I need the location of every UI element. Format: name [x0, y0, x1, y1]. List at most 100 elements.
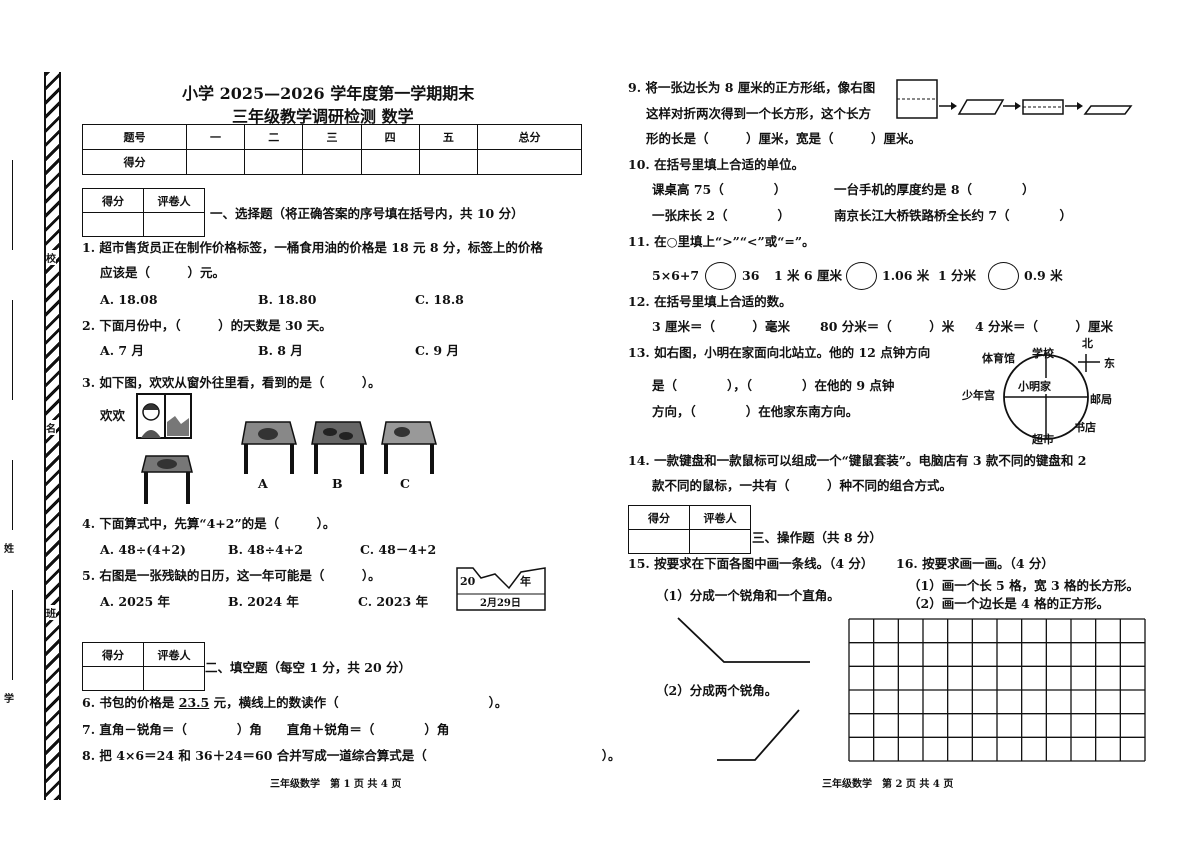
q11-a2: 36 [742, 268, 760, 283]
grader-score-label: 得分 [82, 188, 144, 213]
grader-name-cell[interactable] [143, 666, 205, 691]
q6-line: 6. 书包的价格是 23.5 元，横线上的数读作（ ）。 [82, 695, 507, 711]
score-header: 二 [244, 124, 304, 150]
q9-line2: 这样对折两次得到一个长方形，这个长方 [646, 106, 872, 121]
q15-part2: （2）分成两个锐角。 [656, 683, 778, 698]
score-cell[interactable] [418, 149, 478, 175]
score-header: 三 [302, 124, 362, 150]
score-cell[interactable] [360, 149, 420, 175]
folding-figure [896, 79, 1133, 119]
side-line-2 [12, 300, 13, 400]
q13-line1: 13. 如右图，小明在家面向北站立。他的 12 点钟方向 [628, 345, 931, 360]
map-gym: 体育馆 [982, 352, 1015, 365]
footer-right: 三年级数学 第 2 页 共 4 页 [822, 779, 954, 790]
score-cell[interactable] [185, 149, 246, 175]
q2-option-a: A. 7 月 [100, 343, 144, 358]
grader-score-label: 得分 [82, 642, 144, 667]
grader-box-2: 得分评卷人 [82, 642, 205, 691]
q16-line: 16. 按要求画一画。（4 分） [896, 556, 1054, 571]
grader-score-label: 得分 [628, 505, 690, 530]
side-label-2: 姓 [4, 544, 14, 555]
score-cell[interactable] [476, 149, 583, 175]
q4-option-a: A. 48÷(4+2) [100, 542, 186, 557]
map-north: 北 [1082, 337, 1093, 350]
grader-score-cell[interactable] [628, 529, 690, 554]
q13-line2: 是（ ），（ ）在他的 9 点钟 [652, 378, 895, 393]
score-cell[interactable] [244, 149, 304, 175]
map-post: 邮局 [1090, 393, 1112, 406]
q10-d: 南京长江大桥铁路桥全长约 7（ ） [834, 208, 1073, 223]
q7-line: 7. 直角－锐角＝（ ）角 直角＋锐角＝（ ）角 [82, 722, 450, 737]
q11-a1: 5×6+7 [652, 268, 700, 283]
table-option-c [381, 421, 437, 474]
compare-circle[interactable] [705, 262, 736, 290]
grader-name-cell[interactable] [143, 212, 205, 237]
q16-part2: （2）画一个边长是 4 格的正方形。 [908, 596, 1110, 611]
score-table: 题号 一 二 三 四 五 总分 得分 [82, 124, 583, 175]
angle-figure-1 [677, 617, 810, 663]
side-label-1: 学 [4, 694, 14, 705]
map-east: 东 [1104, 357, 1115, 370]
q3-label-a: A [258, 476, 268, 491]
binding-strip [44, 72, 61, 800]
exam-title-2: 三年级教学调研检测 数学 [232, 107, 414, 126]
q11-c1: 1 分米 [938, 268, 977, 283]
q10-b: 一台手机的厚度约是 8（ ） [834, 182, 1035, 197]
window-figure [136, 393, 192, 439]
q6-pre: 6. 书包的价格是 [82, 695, 179, 710]
map-home: 小明家 [1018, 380, 1051, 393]
table-view-top [141, 455, 193, 504]
q1-line1: 1. 超市售货员正在制作价格标签，一桶食用油的价格是 18 元 8 分，标签上的… [82, 240, 543, 255]
score-cell[interactable] [302, 149, 362, 175]
q10-a: 课桌高 75（ ） [652, 182, 787, 197]
section-2-title: 二、填空题（每空 1 分，共 20 分） [205, 660, 412, 675]
side-line-4 [12, 590, 13, 680]
q15-part1: （1）分成一个锐角和一个直角。 [656, 588, 840, 603]
q5-line: 5. 右图是一张残缺的日历，这一年可能是（ ）。 [82, 568, 381, 583]
calendar-year-left: 20 [460, 575, 476, 588]
grader-name-cell[interactable] [689, 529, 751, 554]
exam-title-1: 小学 2025—2026 学年度第一学期期末 [182, 84, 475, 103]
q8-line: 8. 把 4×6＝24 和 36＋24＝60 合并写成一道综合算式是（ ）。 [82, 748, 621, 763]
score-header: 四 [360, 124, 420, 150]
q5-option-c: C. 2023 年 [358, 594, 429, 609]
q15-line: 15. 按要求在下面各图中画一条线。（4 分） [628, 556, 874, 571]
grader-box-3: 得分评卷人 [628, 505, 751, 554]
q3-name: 欢欢 [100, 408, 126, 423]
compare-circle[interactable] [988, 262, 1019, 290]
table-option-a [241, 421, 297, 474]
calendar-year-right: 年 [520, 575, 531, 588]
grader-score-cell[interactable] [82, 212, 144, 237]
q14-line2: 款不同的鼠标，一共有（ ）种不同的组合方式。 [652, 478, 953, 493]
angle-figure-2 [717, 709, 800, 761]
map-school: 学校 [1032, 347, 1054, 360]
side-line-1 [12, 160, 13, 250]
q2-option-b: B. 8 月 [258, 343, 303, 358]
q14-line1: 14. 一款键盘和一款鼠标可以组成一个“键鼠套装”。电脑店有 3 款不同的键盘和… [628, 453, 1087, 468]
torn-calendar [456, 567, 546, 611]
q5-option-b: B. 2024 年 [228, 594, 299, 609]
calendar-date: 2月29日 [480, 598, 521, 609]
grader-box-1: 得分评卷人 [82, 188, 205, 237]
compare-circle[interactable] [846, 262, 877, 290]
direction-map [1003, 354, 1100, 440]
grader-score-cell[interactable] [82, 666, 144, 691]
score-header: 一 [185, 124, 246, 150]
q9-line1: 9. 将一张边长为 8 厘米的正方形纸，像右图 [628, 80, 876, 95]
q4-option-b: B. 48÷4+2 [228, 542, 304, 557]
q2-line: 2. 下面月份中，（ ）的天数是 30 天。 [82, 318, 332, 333]
q1-option-c: C. 18.8 [415, 292, 464, 307]
grader-name-label: 评卷人 [143, 642, 205, 667]
q12-a: 3 厘米＝（ ）毫米 [652, 319, 791, 334]
q13-line3: 方向，（ ）在他家东南方向。 [652, 404, 859, 419]
score-header: 五 [418, 124, 478, 150]
map-youth: 少年宫 [962, 389, 995, 402]
q12-line: 12. 在括号里填上合适的数。 [628, 294, 792, 309]
q11-b2: 1.06 米 [882, 268, 930, 283]
drawing-grid[interactable] [848, 618, 1146, 762]
q10-c: 一张床长 2（ ） [652, 208, 791, 223]
q1-line2: 应该是（ ）元。 [100, 265, 226, 280]
grader-name-label: 评卷人 [689, 505, 751, 530]
q4-line: 4. 下面算式中，先算“4+2”的是（ ）。 [82, 516, 336, 531]
side-label-4: 名 [46, 420, 56, 435]
